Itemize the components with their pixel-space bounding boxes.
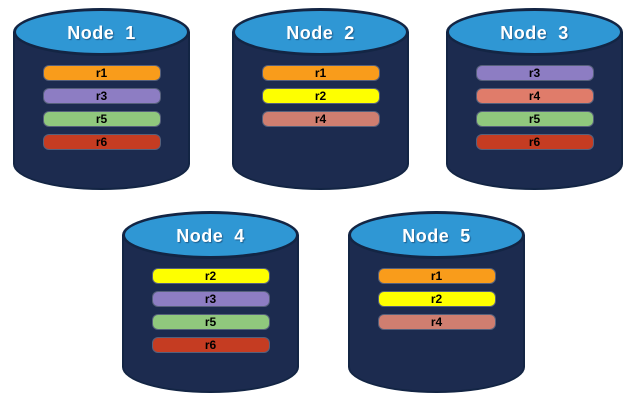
replica-label: r6 <box>95 135 108 149</box>
node-label: Node 1 <box>67 22 136 43</box>
cylinder-body <box>122 235 299 393</box>
replica-bar: r6 <box>476 135 593 149</box>
replica-bar: r5 <box>152 315 269 329</box>
replica-bar: r3 <box>152 292 269 306</box>
replica-bar: r2 <box>378 292 495 306</box>
replica-list: r2 r3 r5 r6 <box>122 269 299 361</box>
node-cylinder-2: Node 2 r1 r2 r4 <box>232 8 409 190</box>
replica-label: r3 <box>204 292 217 306</box>
replica-list: r1 r3 r5 r6 <box>13 66 190 158</box>
replica-label: r3 <box>528 66 541 80</box>
replica-label: r5 <box>204 315 217 329</box>
replica-bar: r1 <box>262 66 379 80</box>
replica-list: r1 r2 r4 <box>348 269 525 338</box>
node-cylinder-5: Node 5 r1 r2 r4 <box>348 211 525 393</box>
replica-bar: r4 <box>378 315 495 329</box>
node-cylinder-1: Node 1 r1 r3 r5 r6 <box>13 8 190 190</box>
node-cylinder-3: Node 3 r3 r4 r5 r6 <box>446 8 623 190</box>
cylinder-top: Node 1 <box>13 8 190 56</box>
replica-label: r2 <box>430 292 443 306</box>
replica-label: r5 <box>95 112 108 126</box>
replica-bar: r4 <box>262 112 379 126</box>
replica-label: r6 <box>528 135 541 149</box>
replica-label: r4 <box>314 112 327 126</box>
cylinder-top: Node 2 <box>232 8 409 56</box>
replica-bar: r5 <box>43 112 160 126</box>
replica-bar: r2 <box>152 269 269 283</box>
replica-label: r2 <box>314 89 327 103</box>
replica-label: r5 <box>528 112 541 126</box>
replica-bar: r6 <box>152 338 269 352</box>
node-cylinder-4: Node 4 r2 r3 r5 r6 <box>122 211 299 393</box>
replica-bar: r6 <box>43 135 160 149</box>
replica-bar: r5 <box>476 112 593 126</box>
replica-label: r6 <box>204 338 217 352</box>
replica-bar: r3 <box>476 66 593 80</box>
cylinder-body <box>348 235 525 393</box>
replica-label: r3 <box>95 89 108 103</box>
replica-list: r3 r4 r5 r6 <box>446 66 623 158</box>
cylinder-top: Node 5 <box>348 211 525 259</box>
node-label: Node 3 <box>500 22 569 43</box>
cylinder-body <box>13 32 190 190</box>
replica-label: r1 <box>430 269 443 283</box>
replica-bar: r3 <box>43 89 160 103</box>
replica-label: r2 <box>204 269 217 283</box>
replica-bar: r2 <box>262 89 379 103</box>
node-label: Node 5 <box>402 225 471 246</box>
cylinder-body <box>232 32 409 190</box>
cylinder-body <box>446 32 623 190</box>
node-label: Node 4 <box>176 225 245 246</box>
replica-label: r1 <box>95 66 108 80</box>
replica-bar: r4 <box>476 89 593 103</box>
replica-bar: r1 <box>43 66 160 80</box>
cylinder-top: Node 4 <box>122 211 299 259</box>
replica-label: r1 <box>314 66 327 80</box>
cylinder-top: Node 3 <box>446 8 623 56</box>
replica-bar: r1 <box>378 269 495 283</box>
replica-label: r4 <box>528 89 541 103</box>
node-label: Node 2 <box>286 22 355 43</box>
replica-list: r1 r2 r4 <box>232 66 409 135</box>
replica-label: r4 <box>430 315 443 329</box>
